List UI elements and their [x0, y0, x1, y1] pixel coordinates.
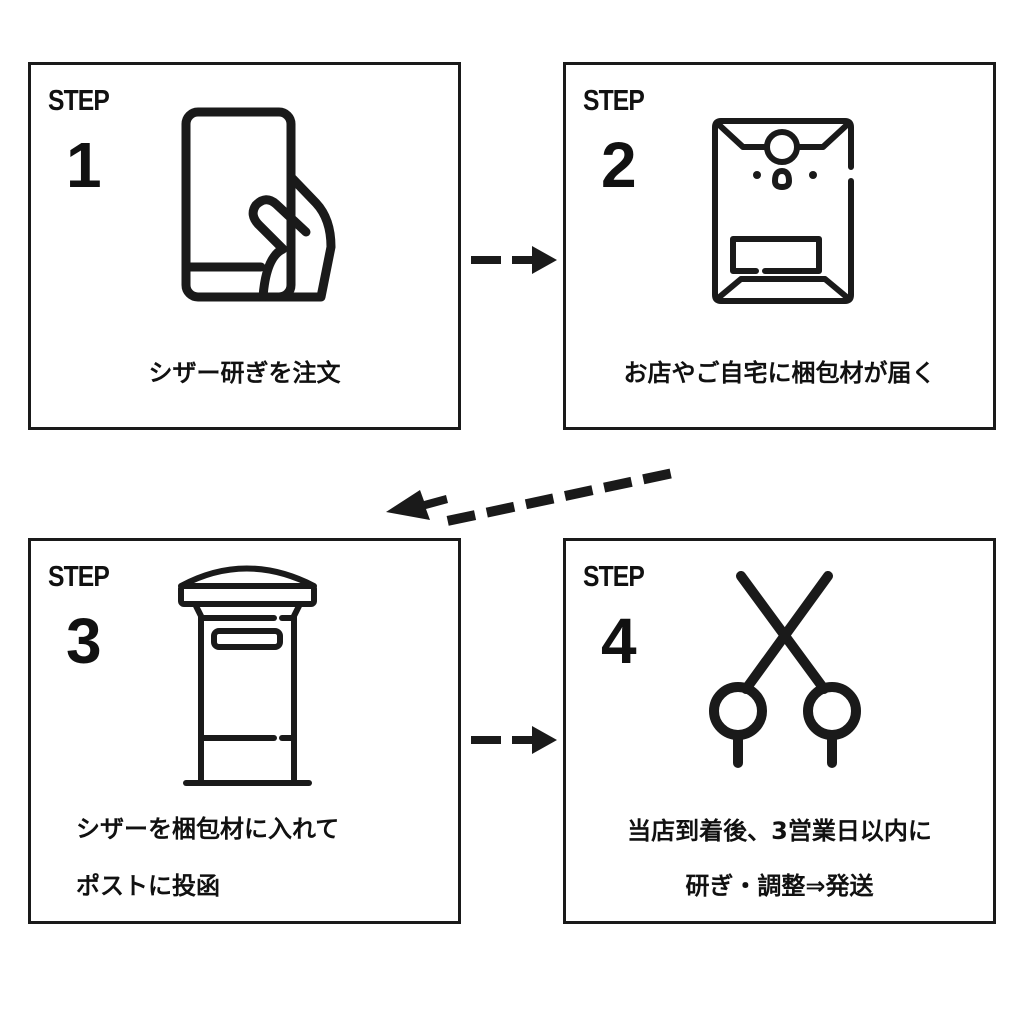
arrow-dash	[524, 493, 555, 510]
step-caption: お店やご自宅に梱包材が届く	[623, 359, 936, 387]
step-number: 4	[601, 605, 637, 677]
step-1-panel: STEP 1 シザー研ぎを注文	[28, 62, 461, 430]
step-label: STEP	[48, 561, 110, 593]
arrow-dash	[471, 736, 501, 744]
mailbox-post-icon	[178, 565, 317, 786]
arrow-dash	[446, 510, 477, 526]
arrow-dash	[471, 256, 501, 264]
arrow-step2-to-step3	[386, 468, 672, 526]
step-4-panel: STEP 4 当店到着後、3営業日以内に 研ぎ・調整⇒発送	[563, 538, 996, 924]
arrow-dash	[564, 485, 594, 501]
step-number: 1	[66, 129, 102, 201]
step-caption-line-2: 研ぎ・調整⇒発送	[685, 872, 874, 900]
arrow-dash	[485, 501, 516, 518]
step-label: STEP	[583, 561, 645, 593]
arrow-dash	[642, 468, 672, 485]
arrow-step1-to-step2	[471, 246, 557, 274]
smartphone-in-hand-icon	[181, 107, 336, 302]
packaging-envelope-icon	[712, 118, 854, 304]
step-2-panel: STEP 2 お店やご自宅に梱包材が届く	[563, 62, 996, 430]
step-number: 3	[66, 605, 102, 677]
arrow-dash	[603, 476, 633, 493]
arrow-dash	[512, 256, 534, 264]
step-caption-line-1: 当店到着後、3営業日以内に	[627, 817, 932, 845]
step-3-panel: STEP 3 シザーを梱包材に入れて ポストに投函	[28, 538, 461, 924]
step-caption: シザー研ぎを注文	[148, 359, 341, 387]
scissors-icon	[709, 571, 861, 768]
step-number: 2	[601, 129, 637, 201]
arrow-head	[532, 246, 557, 274]
arrow-head	[532, 726, 557, 754]
step-caption-line-1: シザーを梱包材に入れて	[76, 815, 340, 843]
step-caption-line-2: ポストに投函	[76, 872, 220, 900]
arrow-step3-to-step4	[471, 726, 557, 754]
step-label: STEP	[583, 85, 645, 117]
arrow-head	[386, 490, 448, 520]
step-label: STEP	[48, 85, 110, 117]
arrow-dash	[512, 736, 534, 744]
